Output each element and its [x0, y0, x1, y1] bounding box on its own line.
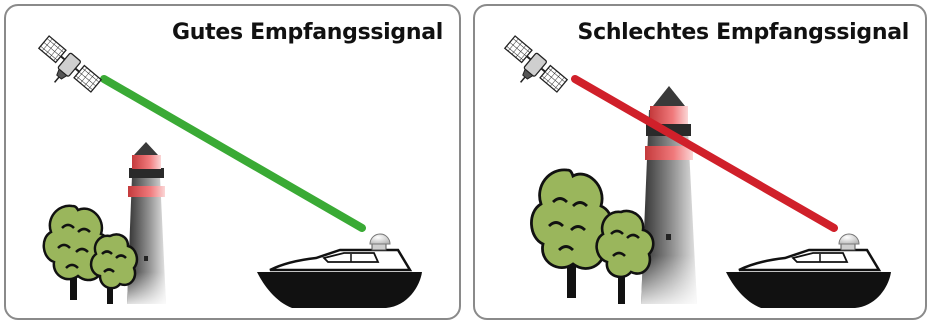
satellite-icon: [29, 35, 102, 104]
boat-icon: [726, 234, 891, 308]
tree-icon: [531, 170, 612, 298]
good-signal-panel: Gutes Empfangssignal: [4, 4, 461, 320]
good-signal-scene: [6, 6, 461, 320]
bad-signal-scene: [475, 6, 927, 320]
satellite-icon: [495, 35, 568, 104]
signal-line-bad: [575, 79, 834, 228]
boat-icon: [257, 234, 422, 308]
bad-signal-panel: Schlechtes Empfangssignal: [473, 4, 927, 320]
